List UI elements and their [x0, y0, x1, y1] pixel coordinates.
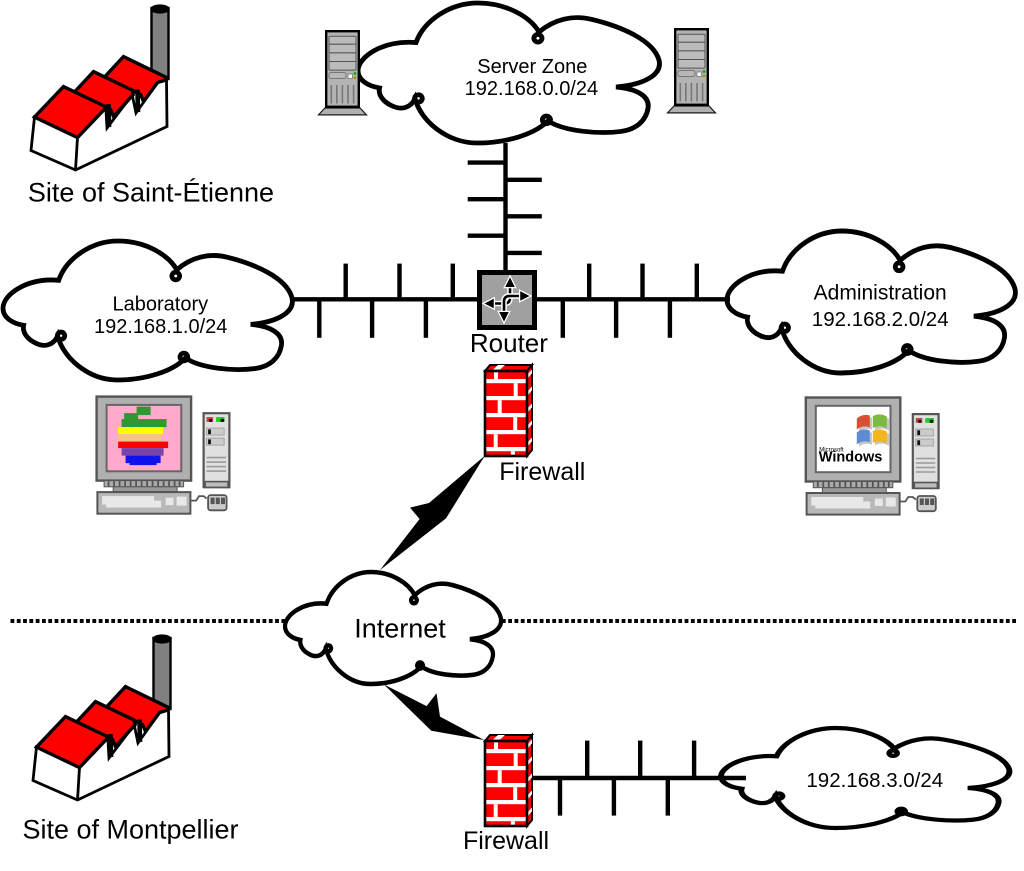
svg-text:Site of Montpellier: Site of Montpellier	[22, 815, 238, 845]
svg-text:Laboratory: Laboratory	[112, 293, 208, 315]
svg-text:Site of Saint-Étienne: Site of Saint-Étienne	[28, 178, 274, 208]
svg-text:Firewall: Firewall	[499, 458, 585, 486]
svg-text:192.168.1.0/24: 192.168.1.0/24	[94, 316, 227, 338]
svg-text:Firewall: Firewall	[463, 827, 549, 855]
svg-text:Router: Router	[470, 328, 548, 358]
svg-text:Microsoft: Microsoft	[819, 448, 844, 454]
svg-text:Windows: Windows	[819, 450, 883, 466]
svg-text:Server Zone: Server Zone	[477, 56, 587, 78]
svg-text:192.168.3.0/24: 192.168.3.0/24	[806, 769, 943, 792]
svg-text:Internet: Internet	[354, 613, 446, 643]
svg-text:192.168.0.0/24: 192.168.0.0/24	[465, 78, 598, 100]
svg-text:192.168.2.0/24: 192.168.2.0/24	[812, 308, 949, 331]
svg-text:Administration: Administration	[814, 282, 947, 305]
